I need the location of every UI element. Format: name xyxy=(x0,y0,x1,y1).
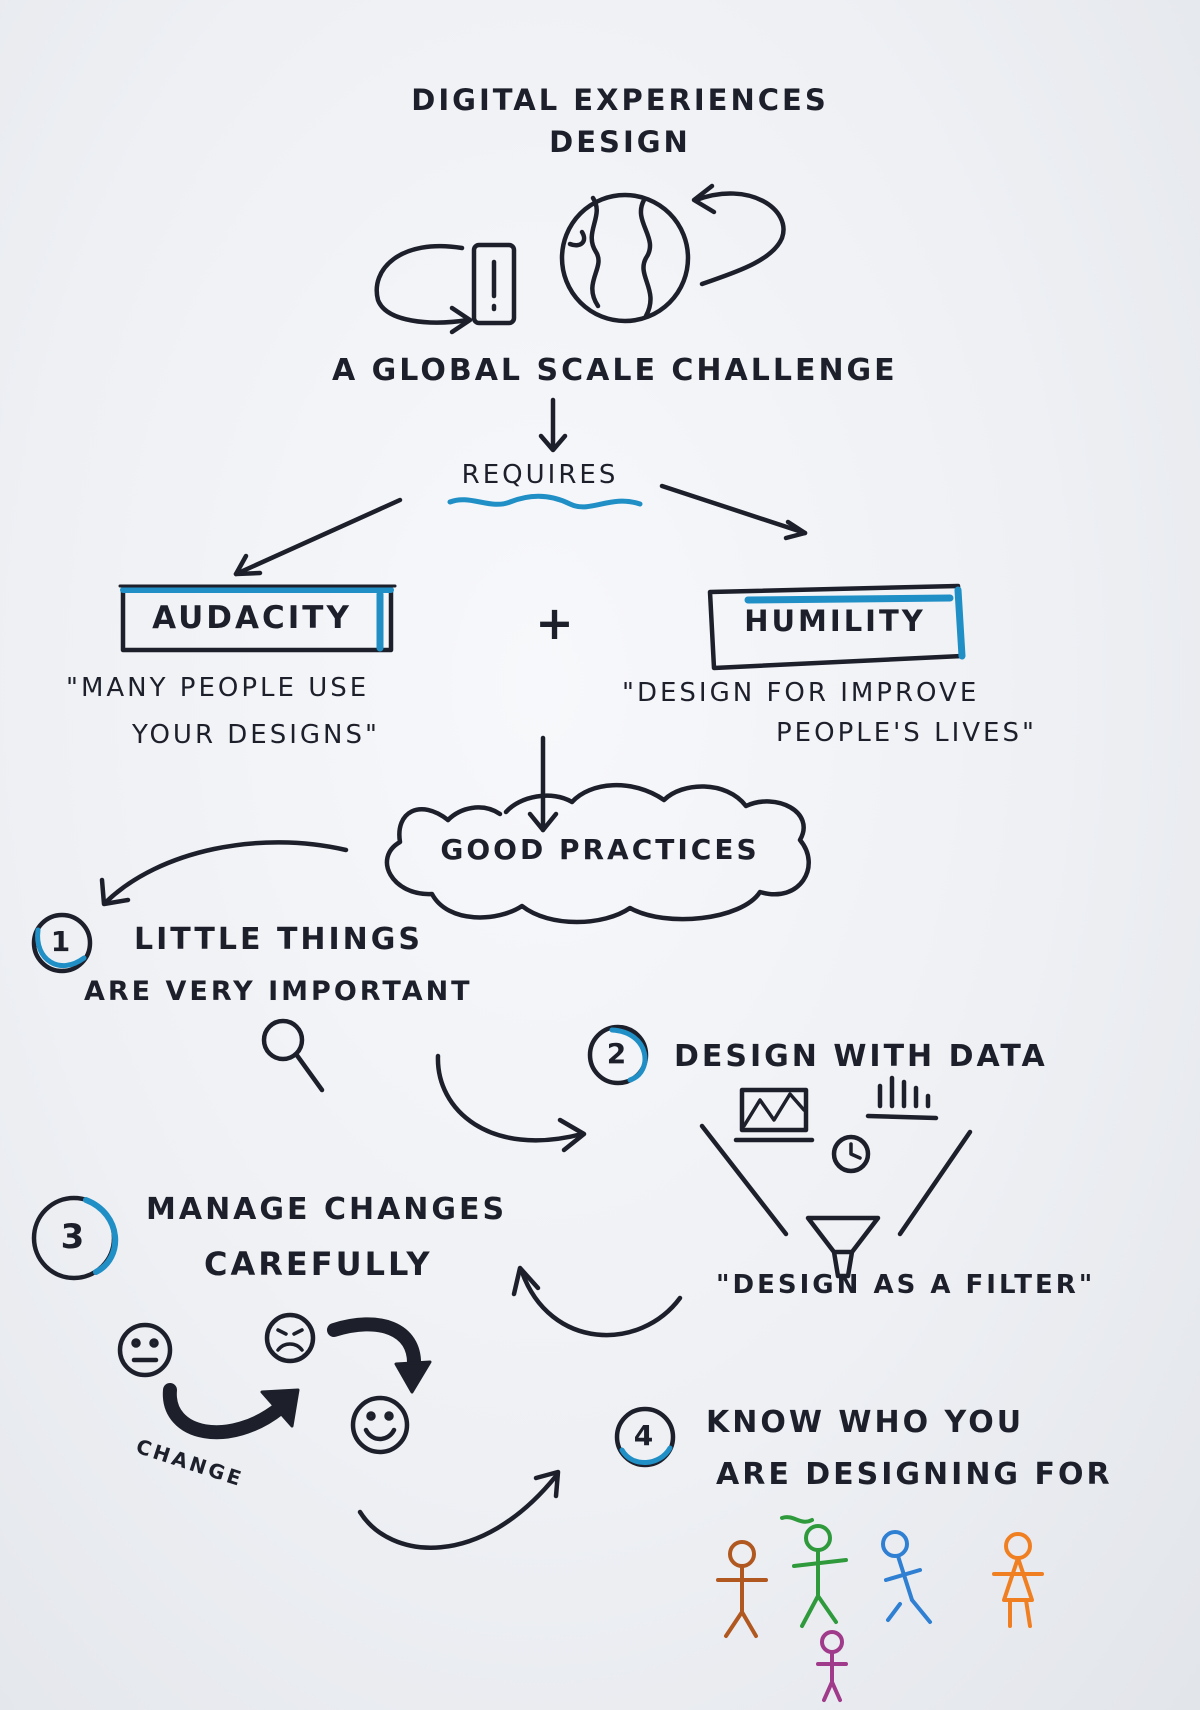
practice-2-number: 2 xyxy=(606,1037,630,1070)
change-arrow xyxy=(162,1383,300,1440)
audacity-quote-line-2: YOUR DESIGNS" xyxy=(132,720,380,750)
arrow-to-audacity xyxy=(233,497,403,577)
practice-1-line-1: LITTLE THINGS xyxy=(134,922,424,957)
global-challenge: A GLOBAL SCALE CHALLENGE xyxy=(332,353,898,388)
good-practices-label: GOOD PRACTICES xyxy=(440,833,760,866)
audacity-box xyxy=(118,584,397,653)
practice-1-line-2: ARE VERY IMPORTANT xyxy=(84,976,473,1007)
arrow-down-practices xyxy=(527,735,559,833)
person-icon xyxy=(780,1515,848,1628)
humility-box xyxy=(707,583,966,671)
humility-quote-line-1: "DESIGN FOR IMPROVE xyxy=(622,678,980,708)
number-circles xyxy=(31,912,676,1468)
practice-3-line-1: MANAGE CHANGES xyxy=(146,1192,508,1227)
audacity-label: AUDACITY xyxy=(152,600,352,636)
humility-label: HUMILITY xyxy=(744,604,926,638)
happy-face-icon xyxy=(350,1395,410,1455)
practice-3-line-2: CAREFULLY xyxy=(204,1245,433,1283)
person-icon xyxy=(992,1532,1044,1628)
change-arrow-2 xyxy=(327,1317,432,1394)
title-line-1: DIGITAL EXPERIENCES xyxy=(411,83,829,117)
chart-icon xyxy=(733,1087,815,1143)
requires-label: REQUIRES xyxy=(461,460,619,490)
globe-loop-arrow xyxy=(691,183,786,287)
phone-icon xyxy=(471,242,517,326)
practice-2-quote: "DESIGN AS A FILTER" xyxy=(716,1270,1096,1300)
person-icon xyxy=(881,1530,932,1624)
audacity-quote-line-1: "MANY PEOPLE USE xyxy=(66,673,370,703)
neutral-face-icon xyxy=(117,1322,173,1378)
phone-loop-arrow xyxy=(374,244,473,335)
arrow-to-practice-4 xyxy=(357,1469,561,1550)
bar-chart-icon xyxy=(865,1075,939,1121)
globe-icon xyxy=(559,192,691,324)
practice-1-number: 1 xyxy=(50,925,74,958)
practice-4-line-1: KNOW WHO YOU xyxy=(706,1405,1025,1440)
good-practices-cloud xyxy=(384,782,811,925)
angry-face-icon xyxy=(264,1312,316,1364)
plus-sign: + xyxy=(535,596,577,650)
magnifier-icon xyxy=(261,1018,325,1093)
practice-2-line-1: DESIGN WITH DATA xyxy=(674,1039,1048,1074)
funnel-lines xyxy=(699,1123,973,1237)
practice-4-number: 4 xyxy=(633,1419,657,1452)
humility-quote-line-2: PEOPLE'S LIVES" xyxy=(776,718,1037,748)
arrow-down-requires xyxy=(538,397,568,453)
requires-underline xyxy=(447,493,643,510)
funnel-icon xyxy=(805,1215,881,1279)
title-line-2: DESIGN xyxy=(549,125,691,159)
arrow-to-practice-2 xyxy=(435,1053,587,1153)
clock-icon xyxy=(831,1134,871,1174)
arrow-to-practice-1 xyxy=(99,840,349,907)
arrow-to-practice-3 xyxy=(511,1265,683,1338)
practice-3-number: 3 xyxy=(60,1217,88,1257)
arrow-to-humility xyxy=(659,483,808,541)
person-icon xyxy=(716,1540,768,1638)
person-icon xyxy=(816,1630,848,1702)
practice-4-line-2: ARE DESIGNING FOR xyxy=(716,1457,1113,1492)
